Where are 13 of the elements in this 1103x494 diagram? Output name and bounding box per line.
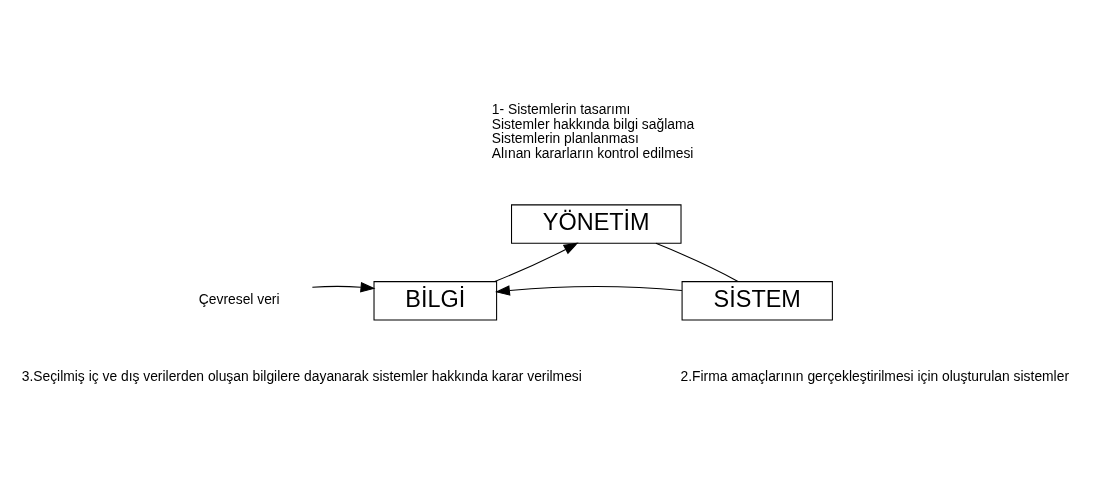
arrow [311,281,376,292]
node-label: 3.Seçilmiş iç ve dış verilerden oluşan bilgilere dayanarak sistemler hakkında karar verilmesi [21,367,582,384]
node-label: 1- Sistemlerin tasarımı [491,100,631,117]
node-label: Alınan kararların kontrol edilmesi [491,144,694,161]
connector [655,242,739,282]
node-box: BİLGİ [373,280,498,321]
arrow [495,284,683,296]
node-label: 2.Firma amaçlarının gerçekleştirilmesi için oluşturulan sistemler [680,367,1070,384]
node-box: SİSTEM [681,280,833,321]
node-label: Sistemler hakkında bilgi sağlama [491,115,695,132]
node-text: Çevresel veri [198,290,280,307]
arrow [494,242,579,282]
node-box: YÖNETİM [511,203,682,244]
